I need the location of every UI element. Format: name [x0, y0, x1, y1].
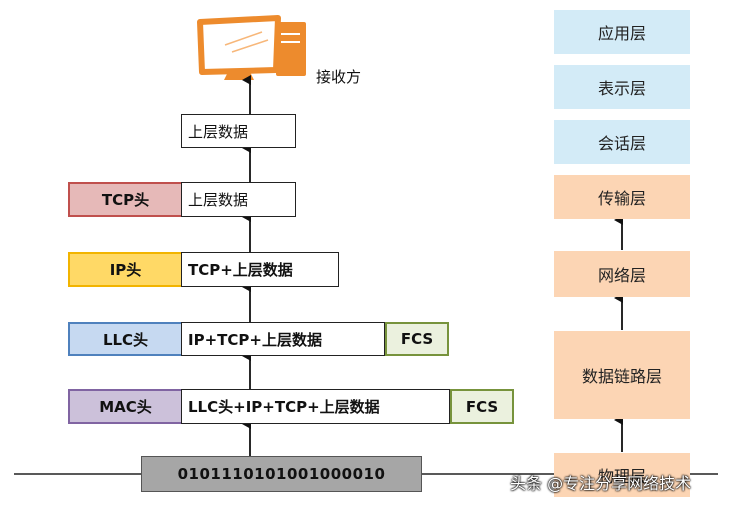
- layer-network: 网络层: [554, 251, 690, 297]
- computer-icon: [197, 15, 306, 80]
- layer-application: 应用层: [554, 10, 690, 54]
- layer-data-link: 数据链路层: [554, 331, 690, 419]
- layer-session: 会话层: [554, 120, 690, 164]
- layer-transport: 传输层: [554, 175, 690, 219]
- llc-data-box: IP+TCP+上层数据: [181, 322, 385, 356]
- llc-header-box: LLC头: [68, 322, 183, 356]
- llc-fcs-box: FCS: [385, 322, 449, 356]
- ip-data-box: TCP+上层数据: [181, 252, 339, 287]
- watermark: 头条 @专注分享网络技术: [510, 474, 692, 493]
- bit-stream-box: 0101110101001000010: [141, 456, 422, 492]
- layer-presentation: 表示层: [554, 65, 690, 109]
- mac-data-box: LLC头+IP+TCP+上层数据: [181, 389, 450, 424]
- tcp-header-box: TCP头: [68, 182, 183, 217]
- layer-physical: 物理层: [554, 453, 690, 497]
- ip-header-box: IP头: [68, 252, 183, 287]
- mac-fcs-box: FCS: [450, 389, 514, 424]
- top-data-box: 上层数据: [181, 114, 296, 148]
- mac-header-box: MAC头: [68, 389, 183, 424]
- tcp-data-box: 上层数据: [181, 182, 296, 217]
- receiver-label: 接收方: [316, 68, 362, 86]
